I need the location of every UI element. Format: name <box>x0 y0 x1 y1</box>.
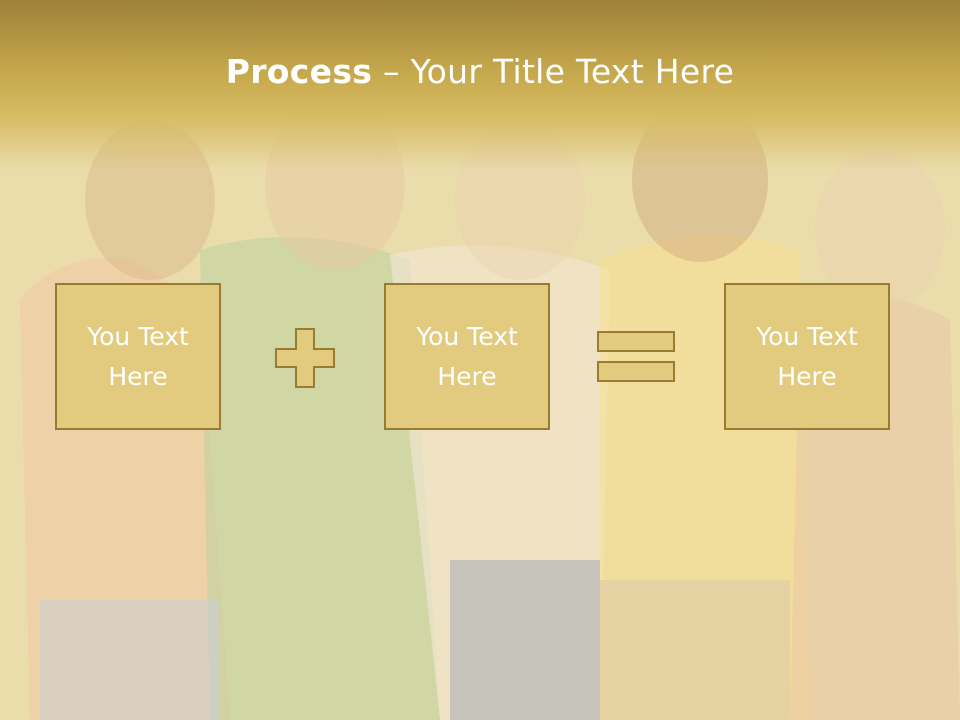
process-box-1[interactable]: You Text Here <box>55 283 221 430</box>
slide-title: Process – Your Title Text Here <box>0 52 960 91</box>
process-box-3[interactable]: You Text Here <box>724 283 890 430</box>
plus-icon <box>275 328 335 388</box>
title-bold: Process <box>225 52 373 91</box>
equals-icon <box>597 331 675 382</box>
process-box-2[interactable]: You Text Here <box>384 283 550 430</box>
header-band <box>0 0 960 170</box>
title-rest: – Your Title Text Here <box>372 52 735 91</box>
